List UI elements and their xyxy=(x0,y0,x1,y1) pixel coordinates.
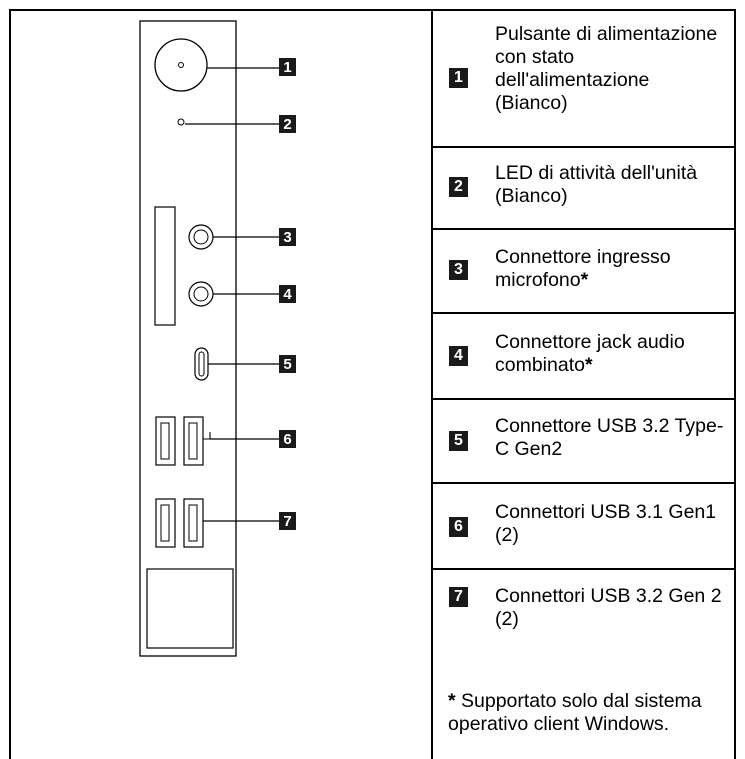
figure-callout-1: 1 xyxy=(279,58,296,76)
row-divider xyxy=(431,146,736,148)
usb-a-port xyxy=(183,498,204,548)
callout-badge: 4 xyxy=(449,346,468,366)
usb-a-port-tongue xyxy=(188,422,198,460)
figure-callout-2: 2 xyxy=(279,115,296,133)
usb-a-port-tongue xyxy=(188,504,198,542)
row-divider xyxy=(431,228,736,230)
figure-callout-6: 6 xyxy=(279,430,296,448)
legend-text: LED di attività dell'unità (Bianco) xyxy=(495,162,698,207)
callout-badge: 5 xyxy=(449,431,468,451)
legend-row-4: 4 Connettore jack audio combinato* xyxy=(433,314,734,398)
audio-jack-inner xyxy=(193,286,209,302)
footnote-marker: * xyxy=(448,690,456,712)
bracket xyxy=(203,432,211,440)
footnote-marker: * xyxy=(580,269,589,291)
row-divider xyxy=(431,398,736,400)
svg-text:4: 4 xyxy=(283,286,292,303)
usb-a-port-tongue xyxy=(160,504,170,542)
legend-row-3: 3 Connettore ingresso microfono* xyxy=(433,230,734,312)
legend-row-6: 6 Connettori USB 3.1 Gen1 (2) xyxy=(433,484,734,568)
table-top-border xyxy=(9,9,736,11)
drive-led-icon xyxy=(177,118,185,126)
legend-row-2: 2 LED di attività dell'unità (Bianco) xyxy=(433,148,734,228)
svg-text:5: 5 xyxy=(283,356,291,373)
power-button-center xyxy=(178,62,184,68)
mic-jack-inner xyxy=(193,229,209,245)
table-right-border xyxy=(734,9,736,759)
callout-badge: 6 xyxy=(449,517,468,537)
front-panel-figure: 1 2 3 4 5 6 7 xyxy=(11,11,431,759)
bottom-panel xyxy=(146,568,234,649)
callout-badge: 1 xyxy=(449,68,468,88)
callout-badge: 2 xyxy=(449,177,468,197)
legend-row-1: 1 Pulsante di alimentazione con stato de… xyxy=(433,11,734,146)
mic-jack-outer xyxy=(188,224,214,250)
figure-callout-4: 4 xyxy=(279,285,296,303)
legend-text: Pulsante di alimentazione con stato dell… xyxy=(495,23,718,114)
row-divider xyxy=(431,482,736,484)
svg-text:6: 6 xyxy=(283,431,291,448)
table-left-border xyxy=(9,9,11,759)
legend-text: Connettore USB 3.2 Type-C Gen2 xyxy=(495,415,724,460)
power-button-icon xyxy=(154,38,208,92)
svg-text:3: 3 xyxy=(283,229,291,246)
legend-text: Connettori USB 3.1 Gen1 (2) xyxy=(495,501,717,546)
footnote: * Supportato solo dal sistema operativo … xyxy=(448,690,733,736)
figure-callout-5: 5 xyxy=(279,355,296,373)
callout-badge: 3 xyxy=(449,260,468,280)
legend-text-main: Connettore jack audio combinato xyxy=(495,331,685,376)
usb-c-outer xyxy=(194,347,209,381)
usb-a-port xyxy=(155,498,176,548)
figure-callout-7: 7 xyxy=(279,512,296,530)
legend-row-5: 5 Connettore USB 3.2 Type-C Gen2 xyxy=(433,400,734,482)
card-slot-icon xyxy=(154,206,176,326)
legend-text: Connettore jack audio combinato* xyxy=(495,331,727,377)
usb-a-port xyxy=(155,416,176,466)
svg-text:2: 2 xyxy=(283,116,291,133)
footnote-marker: * xyxy=(584,354,593,376)
front-panel-drawing: 1 2 3 4 5 6 7 xyxy=(139,20,296,657)
svg-text:7: 7 xyxy=(283,513,291,530)
legend-row-7: 7 Connettori USB 3.2 Gen 2 (2) xyxy=(433,570,734,759)
row-divider xyxy=(431,568,736,570)
audio-jack-outer xyxy=(188,281,214,307)
svg-text:1: 1 xyxy=(283,59,291,76)
row-divider xyxy=(431,312,736,314)
legend-text-main: Connettore ingresso microfono xyxy=(495,246,671,291)
usb-a-port-tongue xyxy=(160,422,170,460)
table-column-divider xyxy=(431,9,433,759)
footnote-text: Supportato solo dal sistema operativo cl… xyxy=(448,690,702,735)
legend-text: Connettore ingresso microfono* xyxy=(495,246,727,292)
legend-text: Connettori USB 3.2 Gen 2 (2) xyxy=(495,585,722,630)
chassis-outline xyxy=(139,20,237,657)
callout-badge: 7 xyxy=(449,587,468,607)
figure-callout-3: 3 xyxy=(279,228,296,246)
usb-c-inner xyxy=(198,351,205,377)
usb-a-port xyxy=(183,416,204,466)
